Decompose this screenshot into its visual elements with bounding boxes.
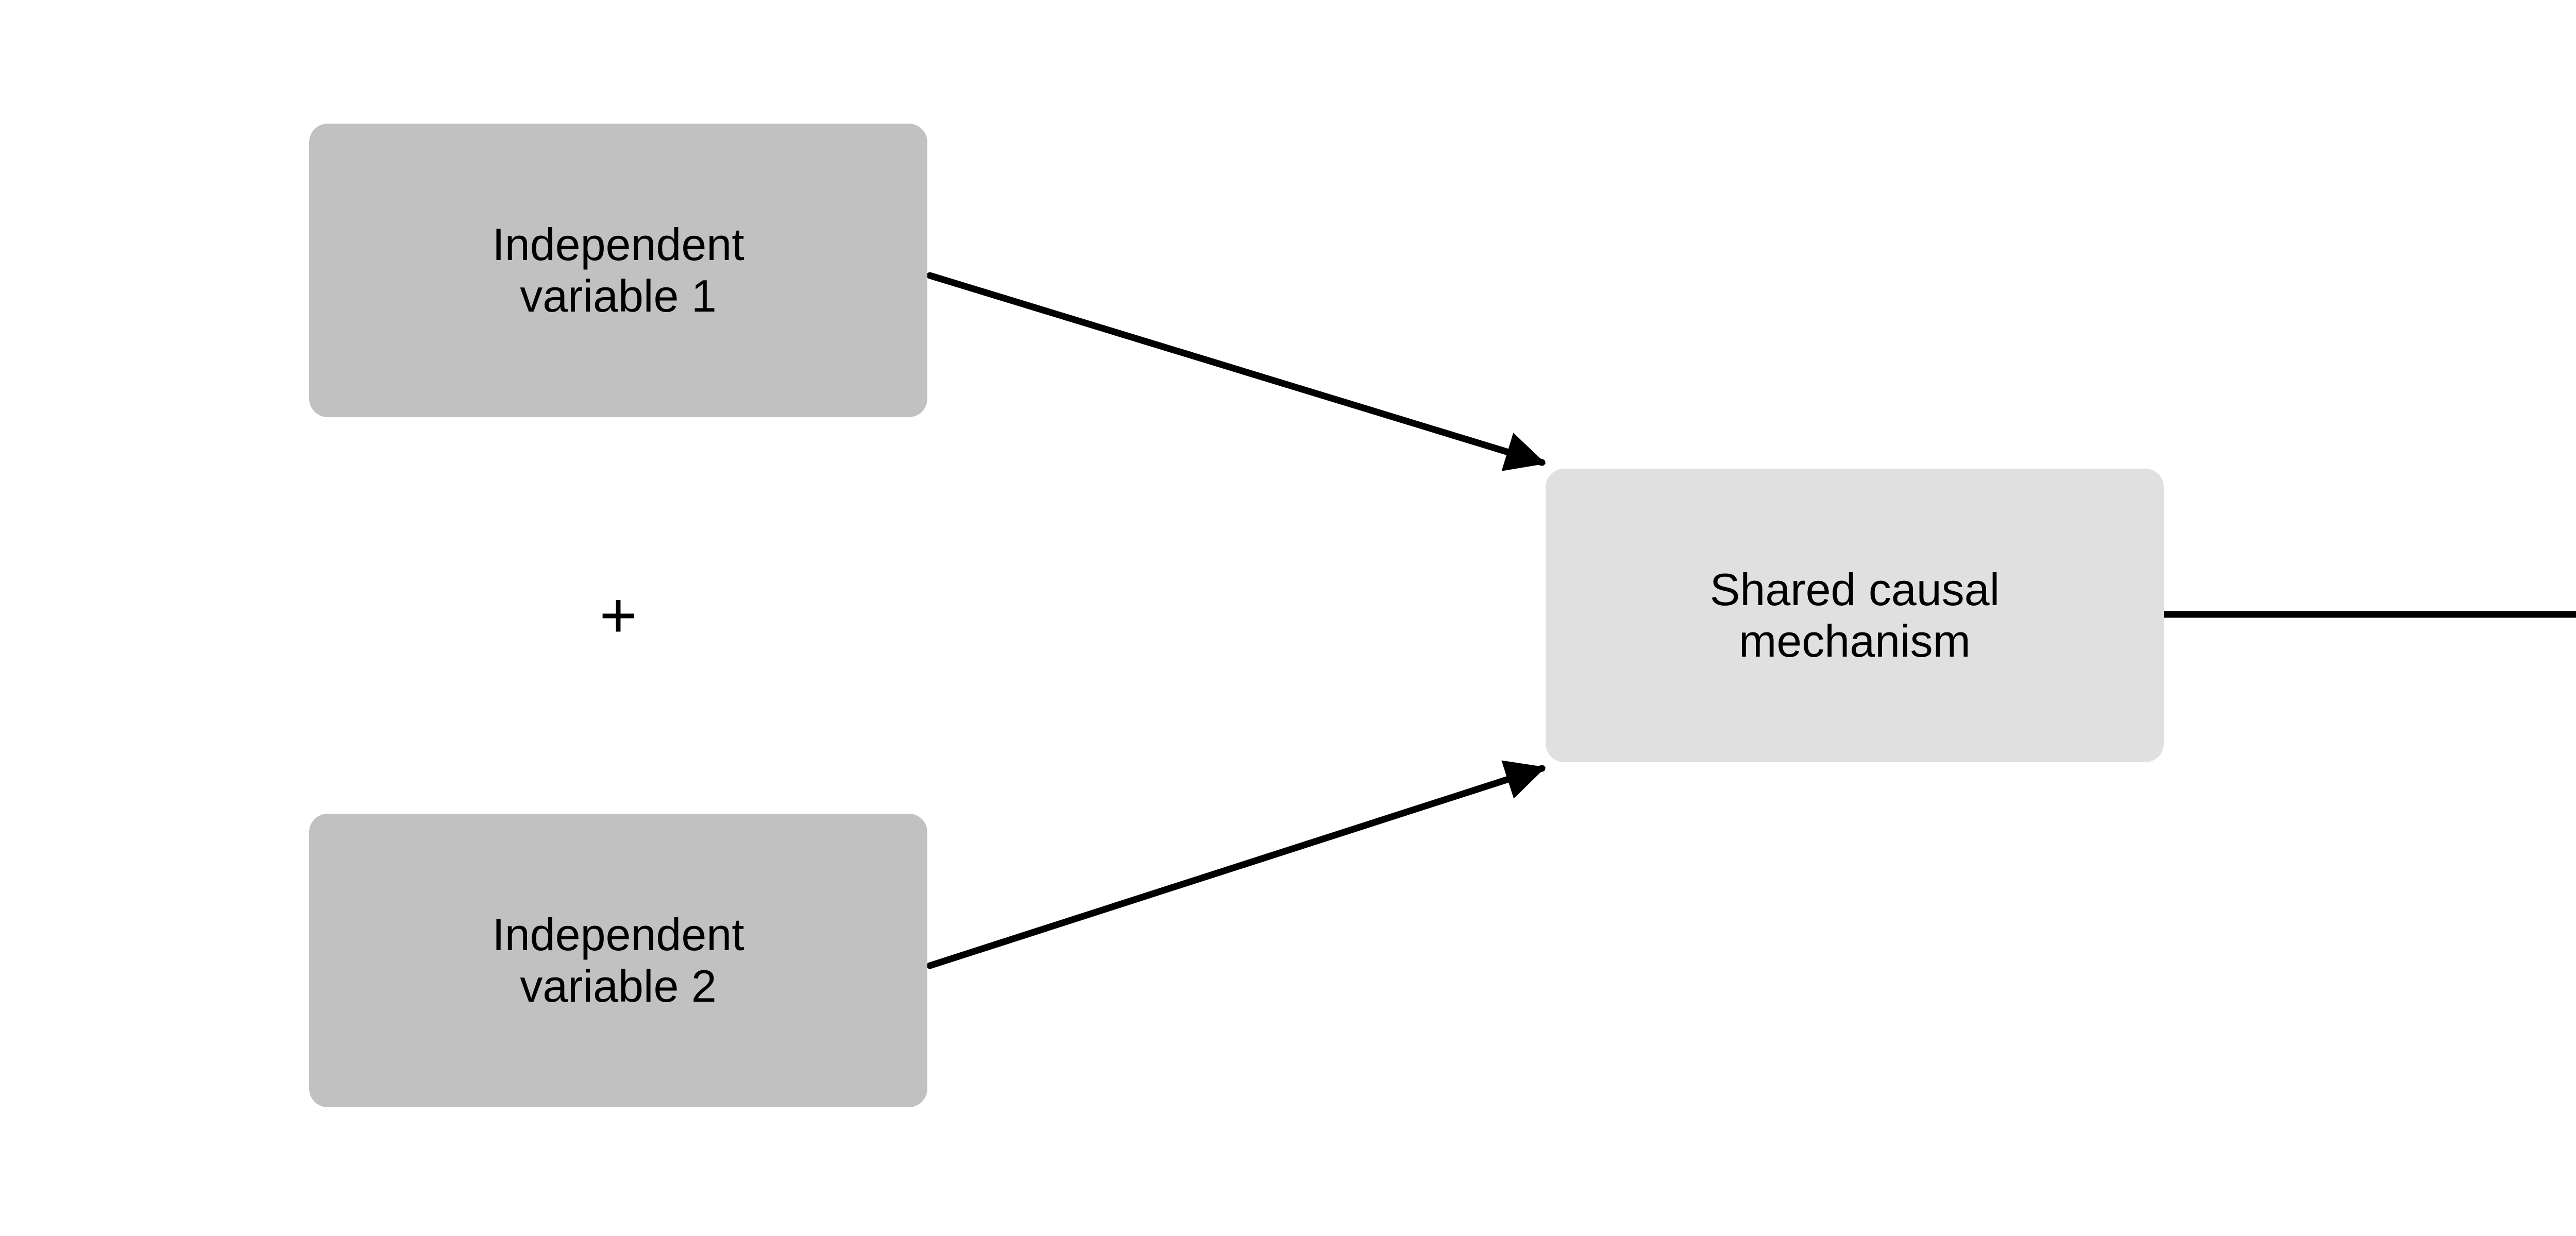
node-independent-variable-2-label: Independent variable 2	[492, 908, 744, 1011]
node-independent-variable-1-label: Independent variable 1	[492, 218, 744, 321]
node-independent-variable-1: Independent variable 1	[309, 124, 927, 417]
node-shared-causal-mechanism-label: Shared causal mechanism	[1709, 563, 2000, 666]
node-independent-variable-2: Independent variable 2	[309, 814, 927, 1107]
arrow-iv1-to-mechanism	[926, 272, 1546, 471]
node-shared-causal-mechanism: Shared causal mechanism	[1546, 469, 2164, 762]
arrow-iv2-to-mechanism	[926, 760, 1546, 969]
plus-sign: +	[599, 579, 637, 651]
